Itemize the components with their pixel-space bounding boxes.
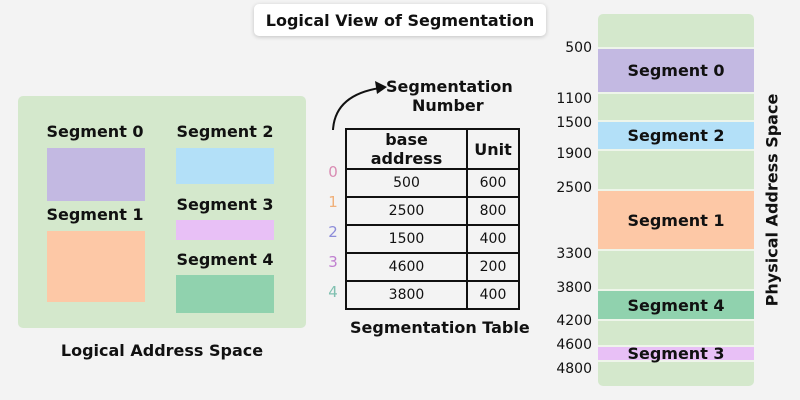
logical-segment-4-block <box>176 275 274 313</box>
address-label: 4800 <box>556 361 592 377</box>
address-label: 1500 <box>556 115 592 131</box>
logical-segment-4-label: Segment 4 <box>176 250 274 269</box>
unit-cell: 200 <box>466 252 520 282</box>
unit-cell: 400 <box>466 280 520 310</box>
unit-cell: 800 <box>466 196 520 226</box>
address-label: 4200 <box>556 313 592 329</box>
address-label: 3300 <box>556 246 592 262</box>
logical-address-space-caption: Logical Address Space <box>60 341 264 360</box>
physical-segment-1: Segment 1 <box>598 189 754 251</box>
base-cell: 3800 <box>345 280 468 310</box>
address-label: 3800 <box>556 280 592 296</box>
logical-segment-2-block <box>176 148 274 184</box>
logical-segment-2-label: Segment 2 <box>176 122 274 141</box>
segment-index-1: 1 <box>328 193 338 211</box>
logical-segment-0-label: Segment 0 <box>46 122 144 141</box>
physical-segment-0: Segment 0 <box>598 47 754 94</box>
base-cell: 2500 <box>345 196 468 226</box>
address-label: 4600 <box>556 337 592 353</box>
segmentation-number-label-1: Segmentation <box>386 77 513 96</box>
arrow-icon <box>332 81 387 131</box>
address-label: 1100 <box>556 91 592 107</box>
header-base-address: base address <box>345 128 468 170</box>
unit-cell: 600 <box>466 168 520 198</box>
logical-segment-1-block <box>47 231 145 302</box>
segment-index-3: 3 <box>328 253 338 271</box>
segment-index-4: 4 <box>328 283 338 301</box>
physical-segment-2: Segment 2 <box>598 120 754 151</box>
diagram-title: Logical View of Segmentation <box>254 4 546 36</box>
logical-segment-3-block <box>176 220 274 240</box>
address-label: 2500 <box>556 180 592 196</box>
unit-cell: 400 <box>466 224 520 254</box>
physical-segment-3: Segment 3 <box>598 344 754 363</box>
base-cell: 4600 <box>345 252 468 282</box>
base-cell: 1500 <box>345 224 468 254</box>
header-unit: Unit <box>466 128 520 170</box>
logical-segment-1-label: Segment 1 <box>46 205 144 224</box>
physical-address-space-caption: Physical Address Space <box>762 93 782 307</box>
logical-segment-0-block <box>47 148 145 201</box>
address-label: 1900 <box>556 146 592 162</box>
segmentation-table-caption: Segmentation Table <box>350 318 530 337</box>
physical-segment-4: Segment 4 <box>598 289 754 321</box>
segment-index-0: 0 <box>328 163 338 181</box>
base-cell: 500 <box>345 168 468 198</box>
address-label: 500 <box>565 40 592 56</box>
segmentation-number-label-2: Number <box>412 96 484 115</box>
logical-segment-3-label: Segment 3 <box>176 195 274 214</box>
segment-index-2: 2 <box>328 223 338 241</box>
